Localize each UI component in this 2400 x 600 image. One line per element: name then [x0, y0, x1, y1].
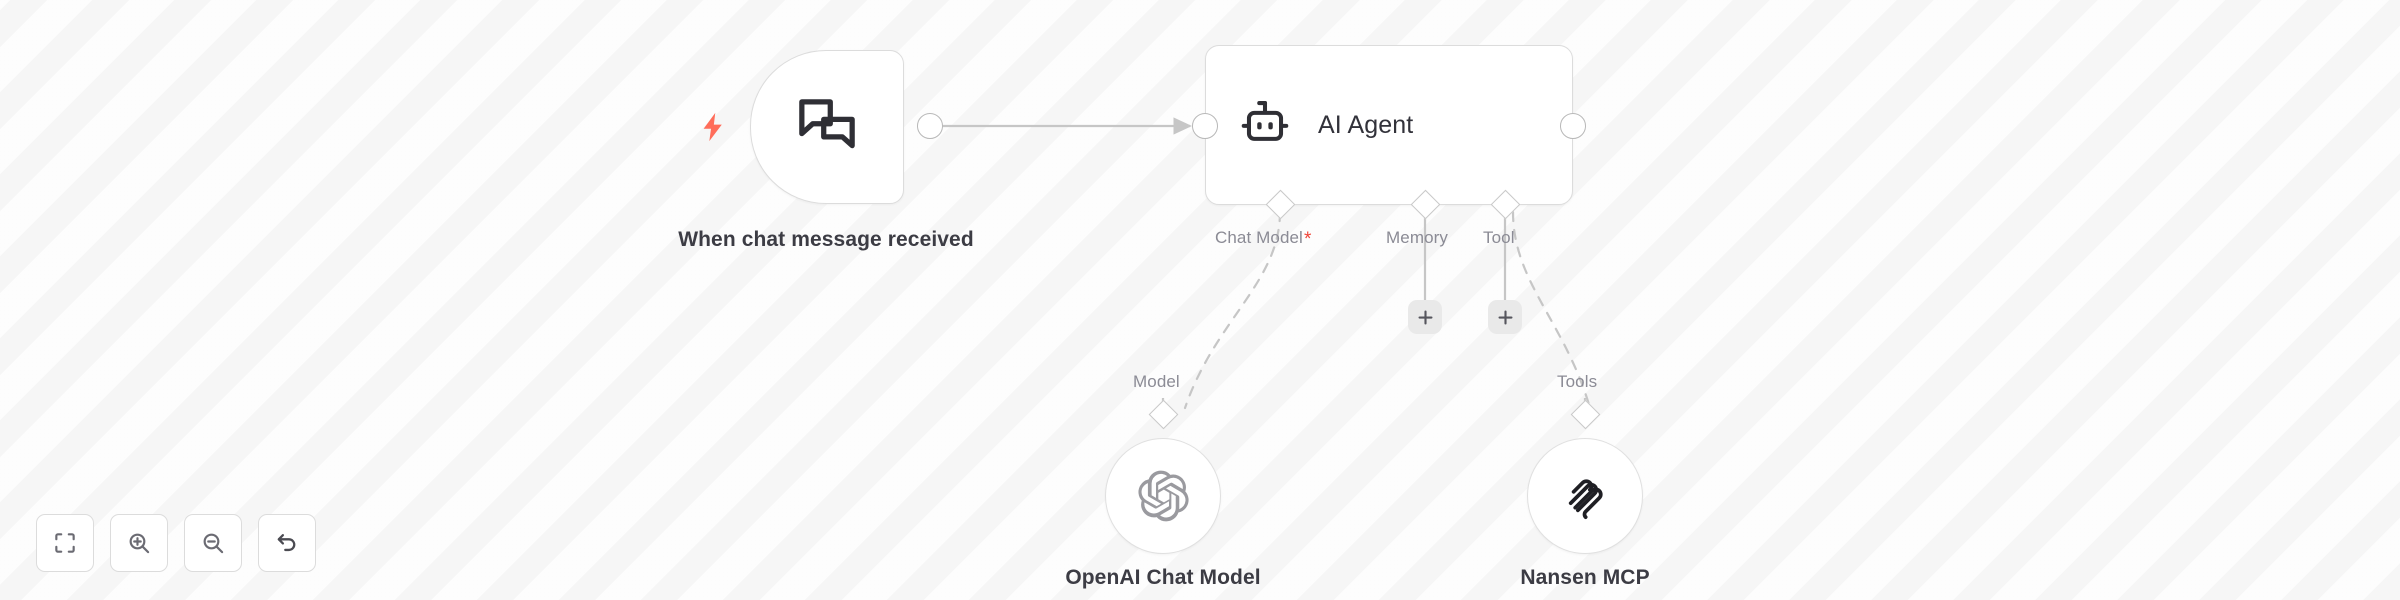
- reset-zoom-button[interactable]: [258, 514, 316, 572]
- lightning-bolt-icon: [696, 110, 730, 144]
- trigger-output-endpoint[interactable]: [917, 113, 943, 139]
- node-label-trigger: When chat message received: [678, 228, 974, 251]
- openai-icon: [1135, 468, 1191, 524]
- node-openai-chat-model[interactable]: [1105, 438, 1221, 554]
- undo-arrow-icon: [277, 534, 296, 552]
- port-label-model: Model: [1133, 372, 1180, 391]
- plus-icon: [1417, 309, 1433, 325]
- node-title-ai-agent: AI Agent: [1318, 110, 1414, 139]
- agent-output-endpoint[interactable]: [1560, 113, 1586, 139]
- canvas-zoom-toolbar[interactable]: [36, 514, 316, 572]
- robot-icon: [1238, 98, 1292, 152]
- fit-screen-icon: [55, 533, 75, 553]
- node-label-nansen-mcp: Nansen MCP: [1520, 566, 1650, 589]
- port-label-tools: Tools: [1557, 372, 1598, 391]
- node-when-chat-message-received[interactable]: [750, 50, 904, 204]
- mcp-icon: [1559, 470, 1611, 522]
- zoom-out-icon: [203, 533, 224, 554]
- port-diamond-tools[interactable]: [1570, 399, 1601, 430]
- add-memory-button[interactable]: [1408, 300, 1442, 334]
- node-label-openai-chat-model: OpenAI Chat Model: [1065, 566, 1261, 589]
- port-diamond-model[interactable]: [1148, 399, 1179, 430]
- port-label-memory: Memory: [1386, 228, 1448, 247]
- add-tool-button[interactable]: [1488, 300, 1522, 334]
- node-nansen-mcp[interactable]: [1527, 438, 1643, 554]
- zoom-out-button[interactable]: [184, 514, 242, 572]
- plus-icon: [1497, 309, 1513, 325]
- port-label-chat-model: Chat Model*: [1215, 228, 1312, 250]
- zoom-to-fit-button[interactable]: [36, 514, 94, 572]
- port-label-tool: Tool: [1483, 228, 1515, 247]
- zoom-in-icon: [129, 533, 150, 554]
- agent-input-endpoint[interactable]: [1192, 113, 1218, 139]
- chat-bubbles-icon: [792, 92, 862, 162]
- zoom-in-button[interactable]: [110, 514, 168, 572]
- node-ai-agent[interactable]: AI Agent: [1205, 45, 1573, 205]
- required-marker: *: [1303, 229, 1312, 250]
